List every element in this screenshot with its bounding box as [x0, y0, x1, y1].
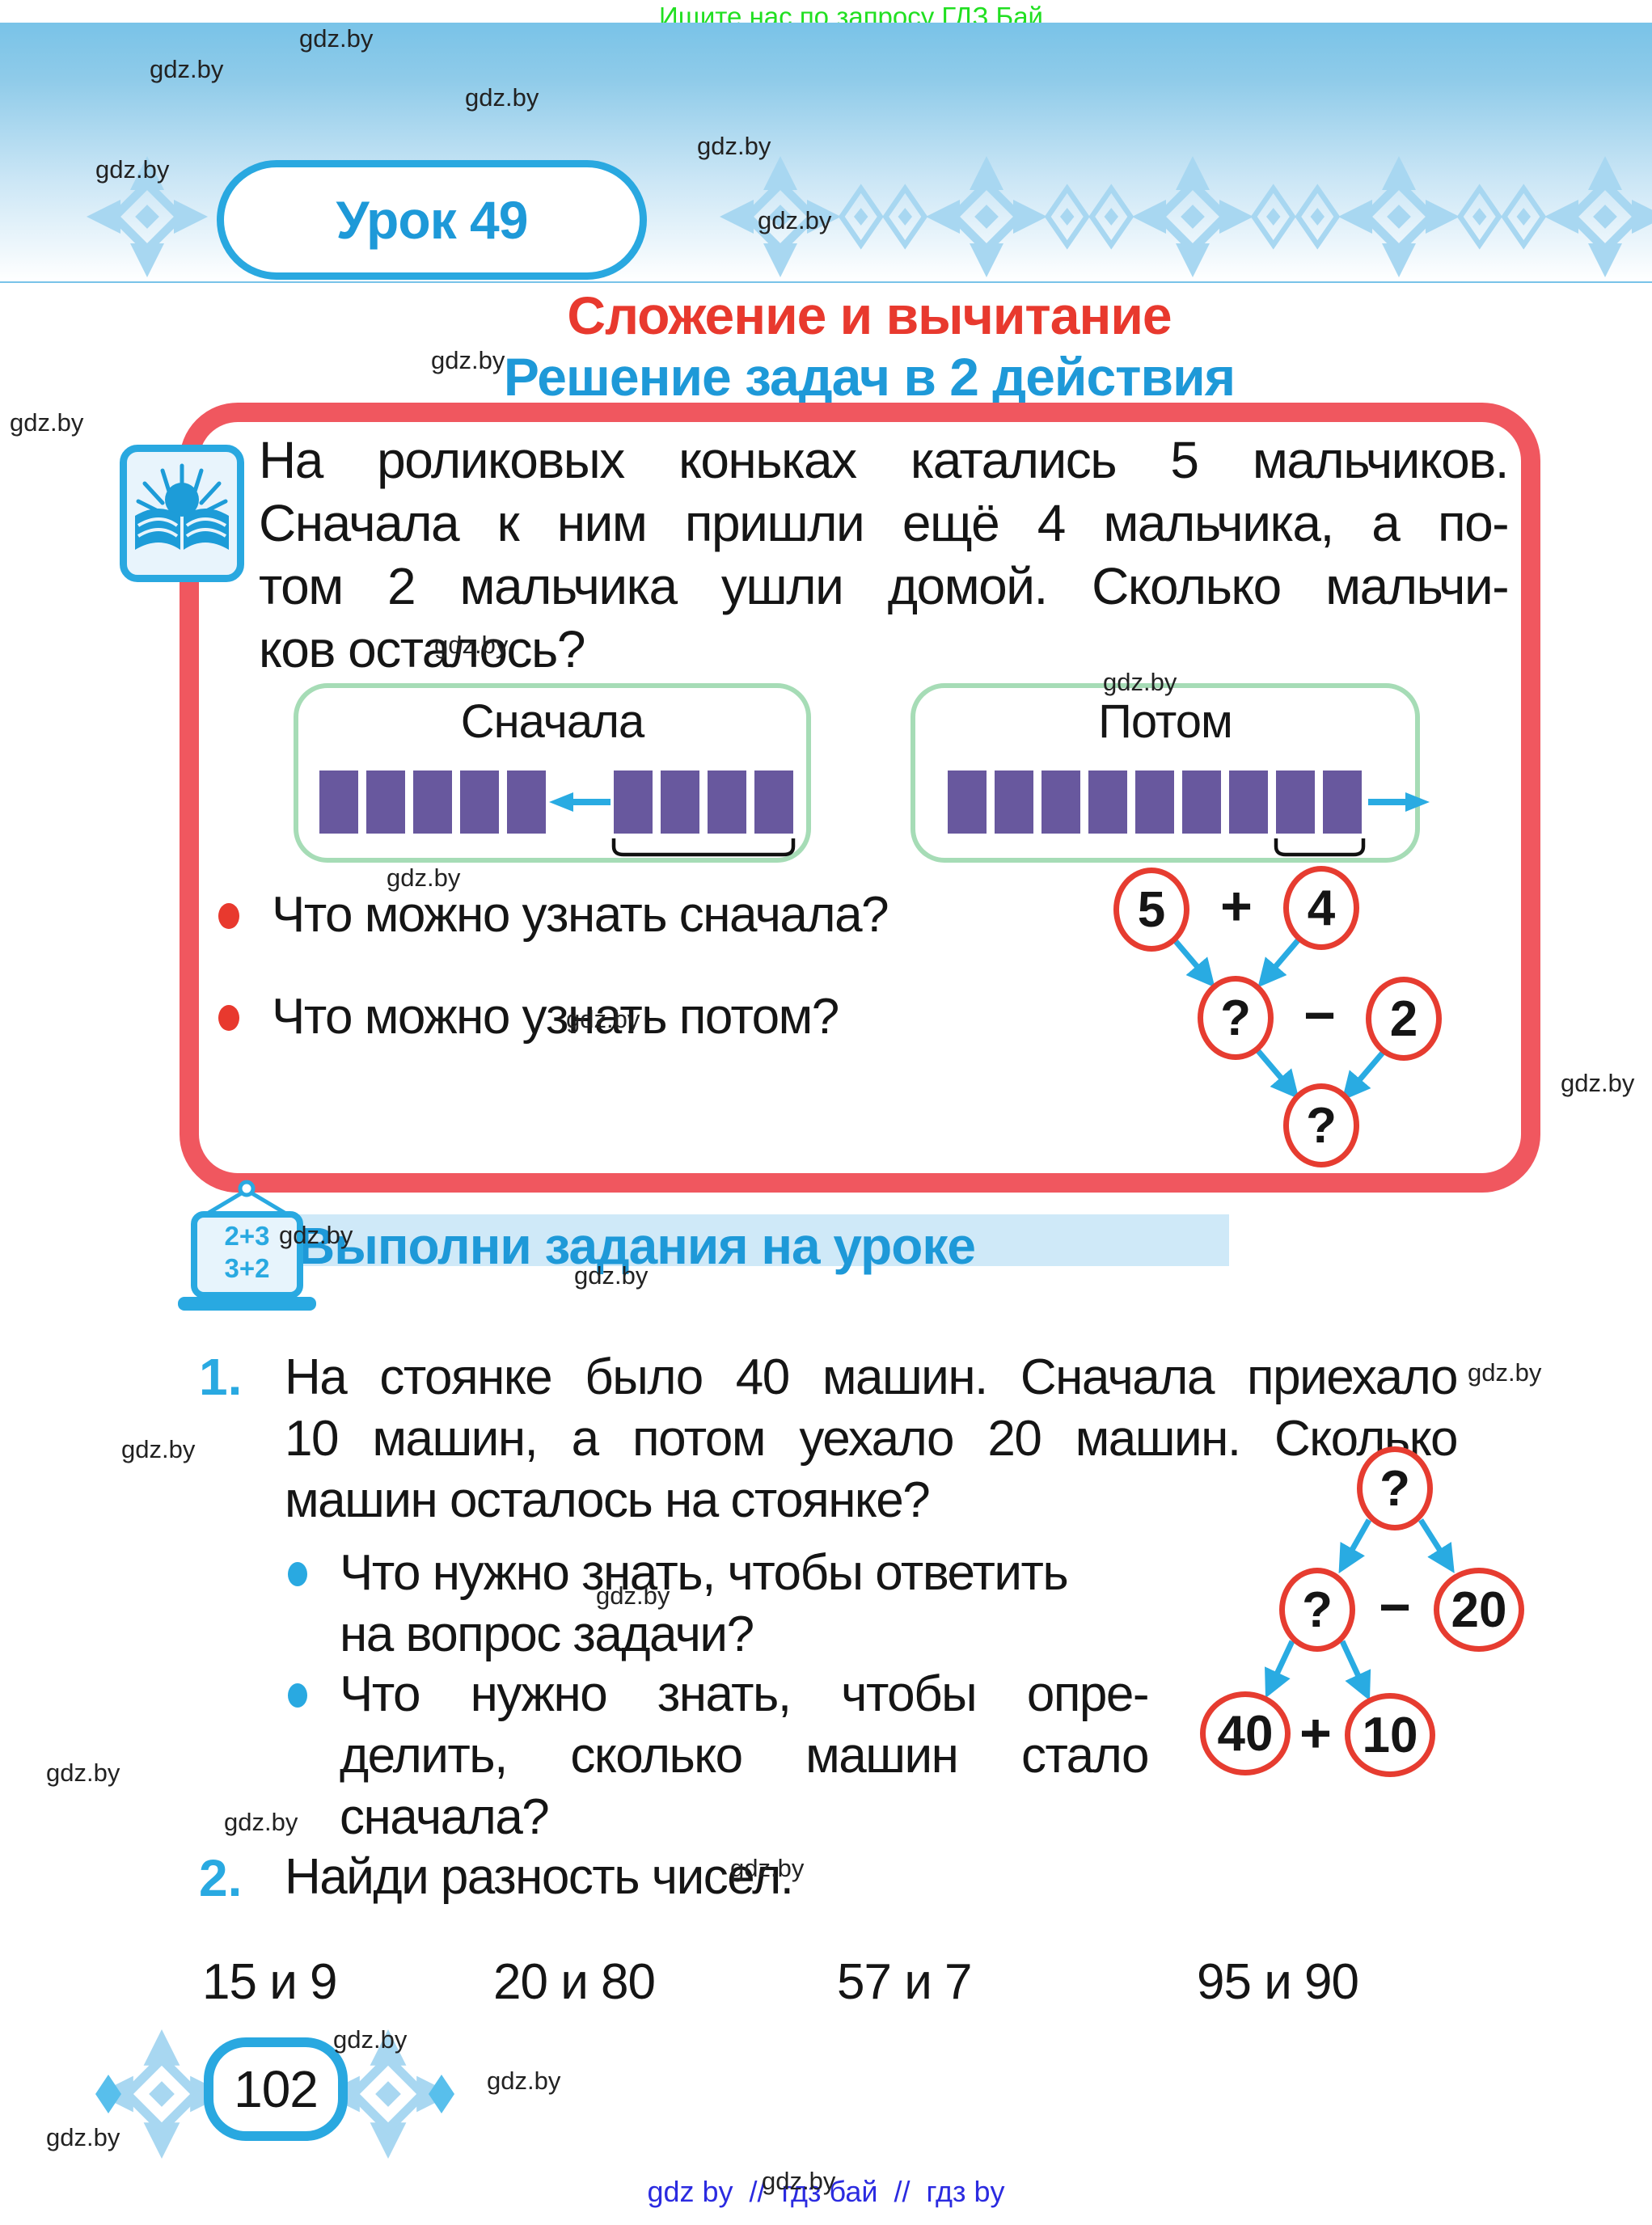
task1-line: 10 машин, а потом уехало 20 машин. Сколь… [285, 1411, 1459, 1467]
problem-line: ков осталось? [259, 620, 585, 678]
unit-square [708, 771, 746, 834]
page-number-badge: 102 [204, 2037, 348, 2141]
task1-line: машин осталось на стоянке? [285, 1472, 931, 1528]
bullet-dot [218, 1005, 239, 1031]
solution-tree-2: ? ? − 20 40 + 10 [1156, 1374, 1609, 1787]
number-pair: 95 и 90 [1197, 1954, 1359, 2010]
task1-bullet1-line: Что нужно знать, чтобы ответить [340, 1545, 1069, 1601]
tree-circle: 4 [1283, 866, 1359, 950]
unit-square [460, 771, 499, 834]
number-pair: 20 и 80 [493, 1954, 656, 2010]
tree-circle: 20 [1434, 1568, 1524, 1652]
unit-square [319, 771, 358, 834]
watermark: gdz.by [487, 2067, 561, 2095]
tree-operator: − [1379, 1577, 1411, 1638]
task1-bullet1-line: на вопрос задачи? [340, 1606, 754, 1662]
tree-arrows [1172, 937, 1385, 1101]
tree-circle: 2 [1366, 977, 1442, 1061]
question-first: Что можно узнать сначала? [272, 887, 889, 943]
diagram-first-box: Сначала [294, 683, 811, 863]
unit-square [1041, 771, 1080, 834]
task2-title: Найди разность чисел. [285, 1849, 794, 1905]
unit-square [661, 771, 699, 834]
diagram-then-title: Потом [1098, 695, 1233, 748]
squares-main [319, 771, 546, 834]
squares-total [948, 771, 1362, 834]
unit-square [614, 771, 653, 834]
task1-bullet2-line: сначала? [340, 1789, 550, 1845]
sun-book-glyph [135, 463, 229, 550]
tree-circle: 5 [1113, 868, 1189, 952]
page-title: Сложение и вычитание [567, 285, 1172, 345]
tree-operator: − [1303, 985, 1336, 1046]
diagram-then-box: Потом [911, 683, 1430, 863]
bracket-under-added [611, 838, 796, 857]
unit-square [1088, 771, 1127, 834]
watermark: gdz.by [224, 1808, 298, 1836]
question-then: Что можно узнать потом? [272, 989, 839, 1045]
page-number: 102 [234, 2060, 319, 2118]
squares-added [614, 771, 793, 834]
tree-circle: ? [1357, 1446, 1433, 1530]
unit-square [413, 771, 452, 834]
diagram-first-title: Сначала [460, 695, 644, 748]
book-sun-icon [120, 445, 244, 582]
tree-circle: ? [1283, 1083, 1359, 1167]
chalkboard-glyph [178, 1180, 316, 1311]
solution-tree-1: 5 + 4 ? − 2 ? [1075, 849, 1504, 1172]
tree-circle: 10 [1345, 1693, 1435, 1777]
unit-square [1229, 771, 1268, 834]
task2-number: 2. [199, 1849, 243, 1907]
section-title: Выполни задания на уроке [298, 1217, 976, 1275]
bracket-under-leaving [1274, 838, 1366, 857]
unit-square [1182, 771, 1221, 834]
tree-operator: + [1299, 1703, 1332, 1764]
lesson-badge: Урок 49 [217, 160, 647, 280]
unit-square [1276, 771, 1315, 834]
unit-square [507, 771, 546, 834]
tree-circle: ? [1198, 976, 1274, 1060]
board-sum-line: 2+3 [224, 1221, 270, 1251]
problem-line: Сначала к ним пришли ещё 4 мальчика, а п… [259, 494, 1510, 552]
bullet-dot [218, 903, 239, 929]
arrow-left-icon [549, 792, 611, 812]
watermark: gdz.by [121, 1435, 196, 1463]
ornament-row [687, 154, 1652, 283]
task1-line: На стоянке было 40 машин. Сначала приеха… [285, 1349, 1459, 1405]
page-badge-ornament [95, 2025, 454, 2163]
problem-line: том 2 мальчика ушли домой. Сколько мальч… [259, 557, 1510, 615]
bullet-dot [288, 1683, 307, 1708]
task1-bullet2-line: Что нужно знать, чтобы опре- [340, 1666, 1150, 1722]
unit-square [754, 771, 793, 834]
bullet-dot [288, 1562, 307, 1586]
problem-line: На роликовых коньках катались 5 мальчико… [259, 431, 1510, 489]
lesson-label: Урок 49 [336, 190, 529, 250]
unit-square [948, 771, 987, 834]
unit-square [366, 771, 405, 834]
watermark: gdz.by [10, 408, 84, 437]
task1-bullet2-line: делить, сколько машин стало [340, 1728, 1150, 1784]
unit-square [1135, 771, 1174, 834]
chalkboard-icon: 2+3 3+2 [176, 1179, 318, 1312]
tree-circle: 40 [1200, 1691, 1291, 1775]
section-highlight-band [243, 1214, 1229, 1266]
board-sum-line: 3+2 [224, 1253, 270, 1283]
tree-operator: + [1220, 876, 1253, 937]
tree-arrows [1265, 1518, 1455, 1701]
ornament-star-icon [87, 156, 208, 277]
unit-square [1323, 771, 1362, 834]
watermark: gdz.by [1561, 1069, 1635, 1097]
page-subtitle: Решение задач в 2 действия [503, 347, 1236, 407]
number-pair: 57 и 7 [837, 1954, 973, 2010]
task1-number: 1. [199, 1348, 243, 1406]
arrow-right-icon [1368, 792, 1430, 812]
footer-links: gdz by // гдз бай // гдз by [647, 2175, 1005, 2208]
tree-circle: ? [1279, 1568, 1355, 1652]
number-pair: 15 и 9 [202, 1954, 338, 2010]
unit-square [995, 771, 1033, 834]
watermark: gdz.by [46, 1758, 120, 1787]
